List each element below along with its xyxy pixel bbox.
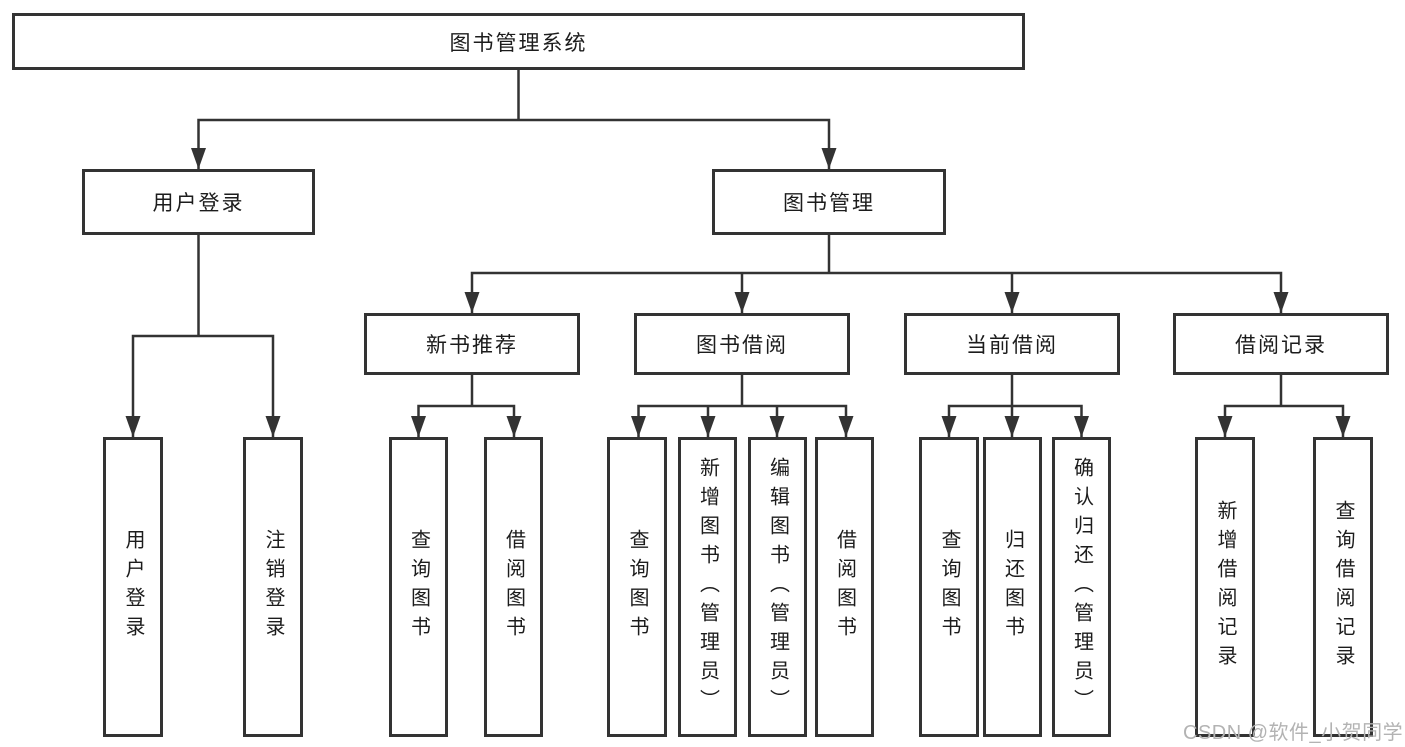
- arrowhead-icon: [1004, 416, 1020, 437]
- leaf-logout: 注销登录: [243, 437, 303, 737]
- node-current-borrowing: 当前借阅: [904, 313, 1120, 375]
- arrowhead-icon: [1217, 416, 1233, 437]
- connector-book-management-to-level3: [470, 235, 1283, 313]
- leaf-query-books-current: 查询图书: [919, 437, 979, 737]
- arrowhead-icon: [125, 416, 141, 437]
- arrowhead-icon: [265, 416, 281, 437]
- leaf-user-login: 用户登录: [103, 437, 163, 737]
- arrowhead-icon: [838, 416, 854, 437]
- arrowhead-icon: [941, 416, 957, 437]
- node-book-management: 图书管理: [712, 169, 946, 235]
- node-book-borrowing: 图书借阅: [634, 313, 850, 375]
- leaf-add-borrow-record: 新增借阅记录: [1195, 437, 1255, 737]
- connector-root-to-level2: [197, 70, 831, 169]
- connector-user-login-to-leaves: [131, 235, 275, 437]
- arrowhead-icon: [464, 292, 480, 313]
- node-user-login: 用户登录: [82, 169, 315, 235]
- arrowhead-icon: [821, 148, 837, 169]
- leaf-query-books-recommend: 查询图书: [389, 437, 448, 737]
- arrowhead-icon: [700, 416, 716, 437]
- leaf-borrow-books-borrowing: 借阅图书: [815, 437, 874, 737]
- leaf-edit-books-admin: 编辑图书（管理员）: [748, 437, 807, 737]
- arrowhead-icon: [769, 416, 785, 437]
- node-new-book-recommend: 新书推荐: [364, 313, 580, 375]
- leaf-add-books-admin: 新增图书（管理员）: [678, 437, 737, 737]
- node-borrowing-records: 借阅记录: [1173, 313, 1389, 375]
- leaf-borrow-books-recommend: 借阅图书: [484, 437, 543, 737]
- arrowhead-icon: [1074, 416, 1089, 437]
- arrowhead-icon: [506, 416, 522, 437]
- connector-book-borrowing-to-leaves: [637, 375, 848, 437]
- leaf-confirm-return-admin: 确认归还（管理员）: [1052, 437, 1111, 737]
- leaf-query-books-borrowing: 查询图书: [607, 437, 667, 737]
- arrowhead-icon: [734, 292, 750, 313]
- connector-borrowing-records-to-leaves: [1223, 375, 1345, 437]
- arrowhead-icon: [411, 416, 426, 437]
- leaf-return-books: 归还图书: [983, 437, 1042, 737]
- connector-new-book-to-leaves: [417, 375, 516, 437]
- leaf-query-borrow-record: 查询借阅记录: [1313, 437, 1373, 737]
- arrowhead-icon: [1273, 292, 1289, 313]
- node-root: 图书管理系统: [12, 13, 1025, 70]
- arrowhead-icon: [631, 416, 646, 437]
- arrowhead-icon: [1335, 416, 1351, 437]
- arrowhead-icon: [191, 148, 206, 169]
- arrowhead-icon: [1004, 292, 1020, 313]
